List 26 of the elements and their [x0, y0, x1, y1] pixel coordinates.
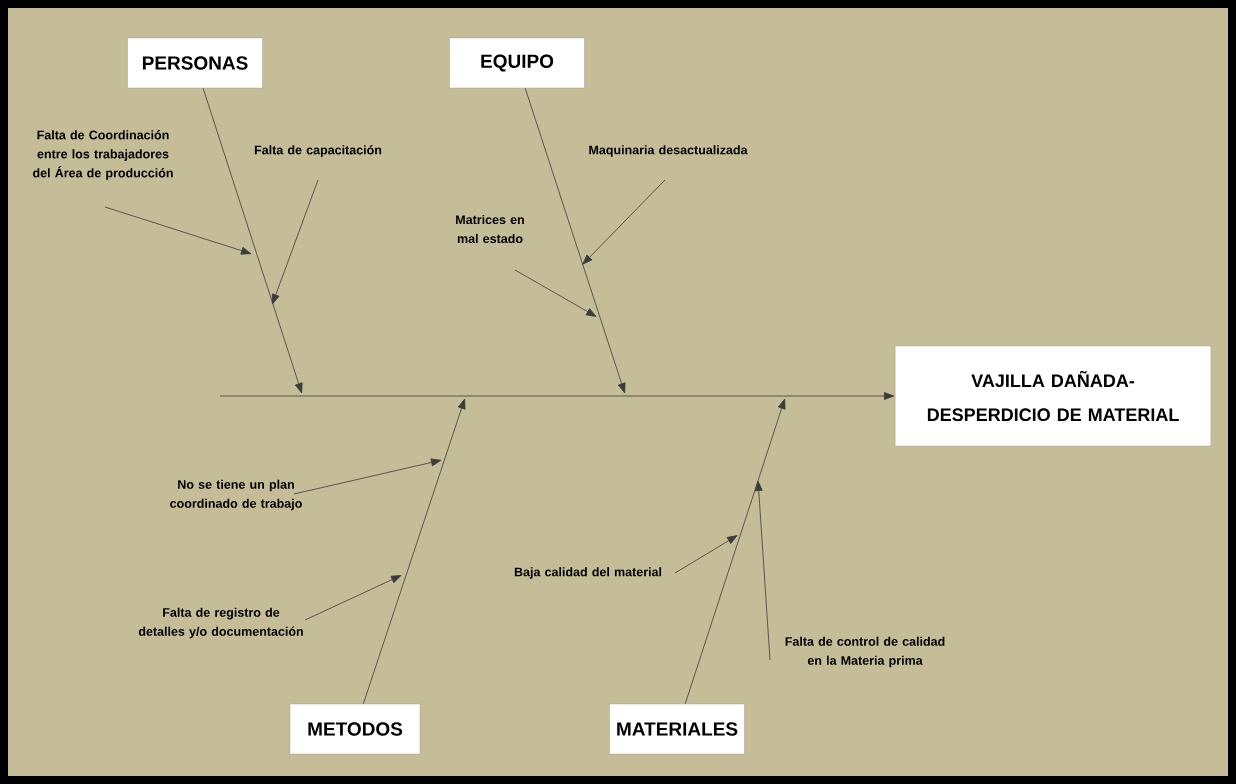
arrow: [514, 269, 597, 317]
arrow: [304, 575, 402, 621]
cause-label: Falta de registro de detalles y/o documentación: [138, 607, 303, 639]
arrow: [271, 179, 319, 305]
arrow: [754, 480, 771, 661]
effect-box: VAJILLA DAÑADA-DESPERDICIO DE MATERIAL: [894, 345, 1212, 447]
arrow: [674, 535, 738, 574]
category-box: MATERIALES: [609, 703, 745, 755]
cause-label: Falta de Coordinación entre los trabajadores del Área de producción: [33, 130, 173, 180]
cause-label: Baja calidad del material: [514, 567, 662, 579]
bone-arrow: [684, 398, 786, 705]
category-box: METODOS: [289, 703, 421, 755]
bone-arrow: [202, 87, 303, 394]
arrow: [104, 206, 252, 255]
arrow: [582, 179, 666, 265]
cause-label: No se tiene un plan coordinado de trabajo: [170, 479, 302, 511]
arrow: [293, 458, 442, 495]
cause-label: Falta de capacitación: [254, 145, 382, 157]
cause-label: Matrices en mal estado: [456, 214, 524, 244]
bone-arrow: [362, 398, 466, 705]
cause-label: Falta de control de calidad en la Materia prima: [785, 636, 945, 668]
bone-arrow: [524, 87, 626, 394]
category-box: EQUIPO: [449, 37, 585, 89]
spine-arrow: [219, 392, 895, 400]
cause-label: Maquinaria desactualizada: [589, 145, 748, 157]
category-box: PERSONAS: [127, 37, 263, 89]
